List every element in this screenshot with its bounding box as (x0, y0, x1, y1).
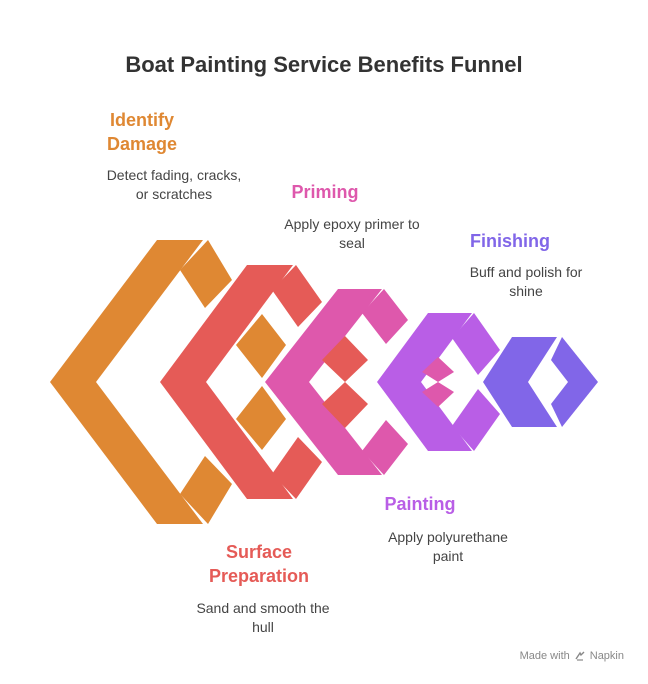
stage-desc-surface-preparation: Sand and smooth the hull (196, 600, 330, 635)
stage-inner-priming (322, 336, 368, 428)
stage-shape-surface-preparation (160, 265, 322, 499)
stage-inner-surface-preparation (236, 314, 286, 450)
stage-title-priming: Priming (291, 182, 359, 202)
stage-title-painting: Painting (384, 494, 456, 514)
napkin-logo-icon (575, 651, 585, 661)
stage-title-finishing: Finishing (470, 231, 550, 251)
stage-shape-painting (377, 313, 500, 451)
stage-title-surface-preparation: Surface Preparation (208, 542, 310, 586)
diagram-title: Boat Painting Service Benefits Funnel (125, 52, 523, 77)
stage-inner-painting (422, 357, 454, 407)
footer-attribution: Made with Napkin (520, 650, 624, 662)
stage-desc-identify-damage: Detect fading, cracks, or scratches (106, 167, 242, 202)
stage-desc-finishing: Buff and polish for shine (469, 264, 583, 299)
stage-shape-finishing (483, 337, 598, 427)
stage-shape-identify-damage (50, 240, 232, 524)
stage-desc-painting: Apply polyurethane paint (388, 529, 508, 564)
footer-made-with: Made with (519, 650, 570, 662)
stage-title-identify-damage: Identify Damage (106, 110, 178, 154)
footer-brand: Napkin (589, 650, 624, 662)
stage-shape-priming (265, 289, 408, 475)
stage-desc-priming: Apply epoxy primer to seal (284, 216, 420, 251)
